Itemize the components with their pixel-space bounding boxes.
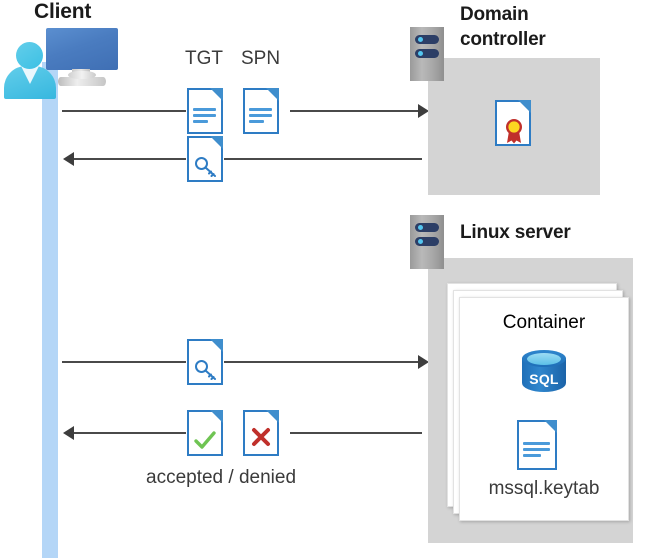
flow-1-arrowhead-right xyxy=(418,104,429,118)
key-icon xyxy=(195,360,216,380)
accepted-denied-label: accepted / denied xyxy=(146,467,297,488)
flow-2-arrowhead-left xyxy=(63,152,74,166)
dc-title-line1: Domain xyxy=(460,4,529,25)
check-icon xyxy=(194,431,216,449)
client-lifeline xyxy=(42,62,58,558)
container-card-front: Container SQL mssql.keytab xyxy=(459,297,629,521)
tgt-document-icon xyxy=(187,88,223,134)
monitor-screen-icon xyxy=(46,28,118,70)
flow-3-line-right xyxy=(224,361,422,363)
domain-controller-server-rack-icon xyxy=(410,27,444,81)
request-ticket-document-icon xyxy=(187,339,223,385)
flow-1-line-left xyxy=(62,110,186,112)
key-icon xyxy=(195,157,216,177)
flow-2-line-left xyxy=(74,158,186,160)
spn-document-icon xyxy=(243,88,279,134)
tgt-label: TGT xyxy=(185,48,223,69)
flow-4-arrowhead-left xyxy=(63,426,74,440)
spn-label: SPN xyxy=(241,48,281,69)
domain-controller-title: Domain controller xyxy=(460,2,640,52)
person-collar-icon xyxy=(21,66,39,84)
client-computer-icon xyxy=(0,0,130,105)
person-head-icon xyxy=(16,42,43,69)
sql-database-label: SQL xyxy=(529,371,559,387)
certificate-ribbon-icon xyxy=(506,119,522,144)
monitor-base-icon xyxy=(58,71,106,86)
accepted-document-icon xyxy=(187,410,223,456)
flow-4-line-left xyxy=(74,432,186,434)
linux-server-title: Linux server xyxy=(460,222,571,243)
flow-1-line-right xyxy=(290,110,422,112)
denied-document-icon xyxy=(243,410,279,456)
x-mark-icon xyxy=(252,428,270,446)
page-title-client: Client xyxy=(34,0,92,23)
keytab-document-icon xyxy=(517,420,557,470)
certificate-document-icon xyxy=(495,100,531,146)
flow-2-line-right xyxy=(224,158,422,160)
dc-title-line2: controller xyxy=(460,29,546,50)
service-ticket-document-icon xyxy=(187,136,223,182)
sql-database-icon: SQL xyxy=(522,350,566,400)
keytab-label: mssql.keytab xyxy=(488,478,600,499)
flow-3-line-left xyxy=(62,361,186,363)
container-title: Container xyxy=(502,312,586,333)
flow-4-line-right xyxy=(290,432,422,434)
flow-3-arrowhead-right xyxy=(418,355,429,369)
linux-server-rack-icon xyxy=(410,215,444,269)
